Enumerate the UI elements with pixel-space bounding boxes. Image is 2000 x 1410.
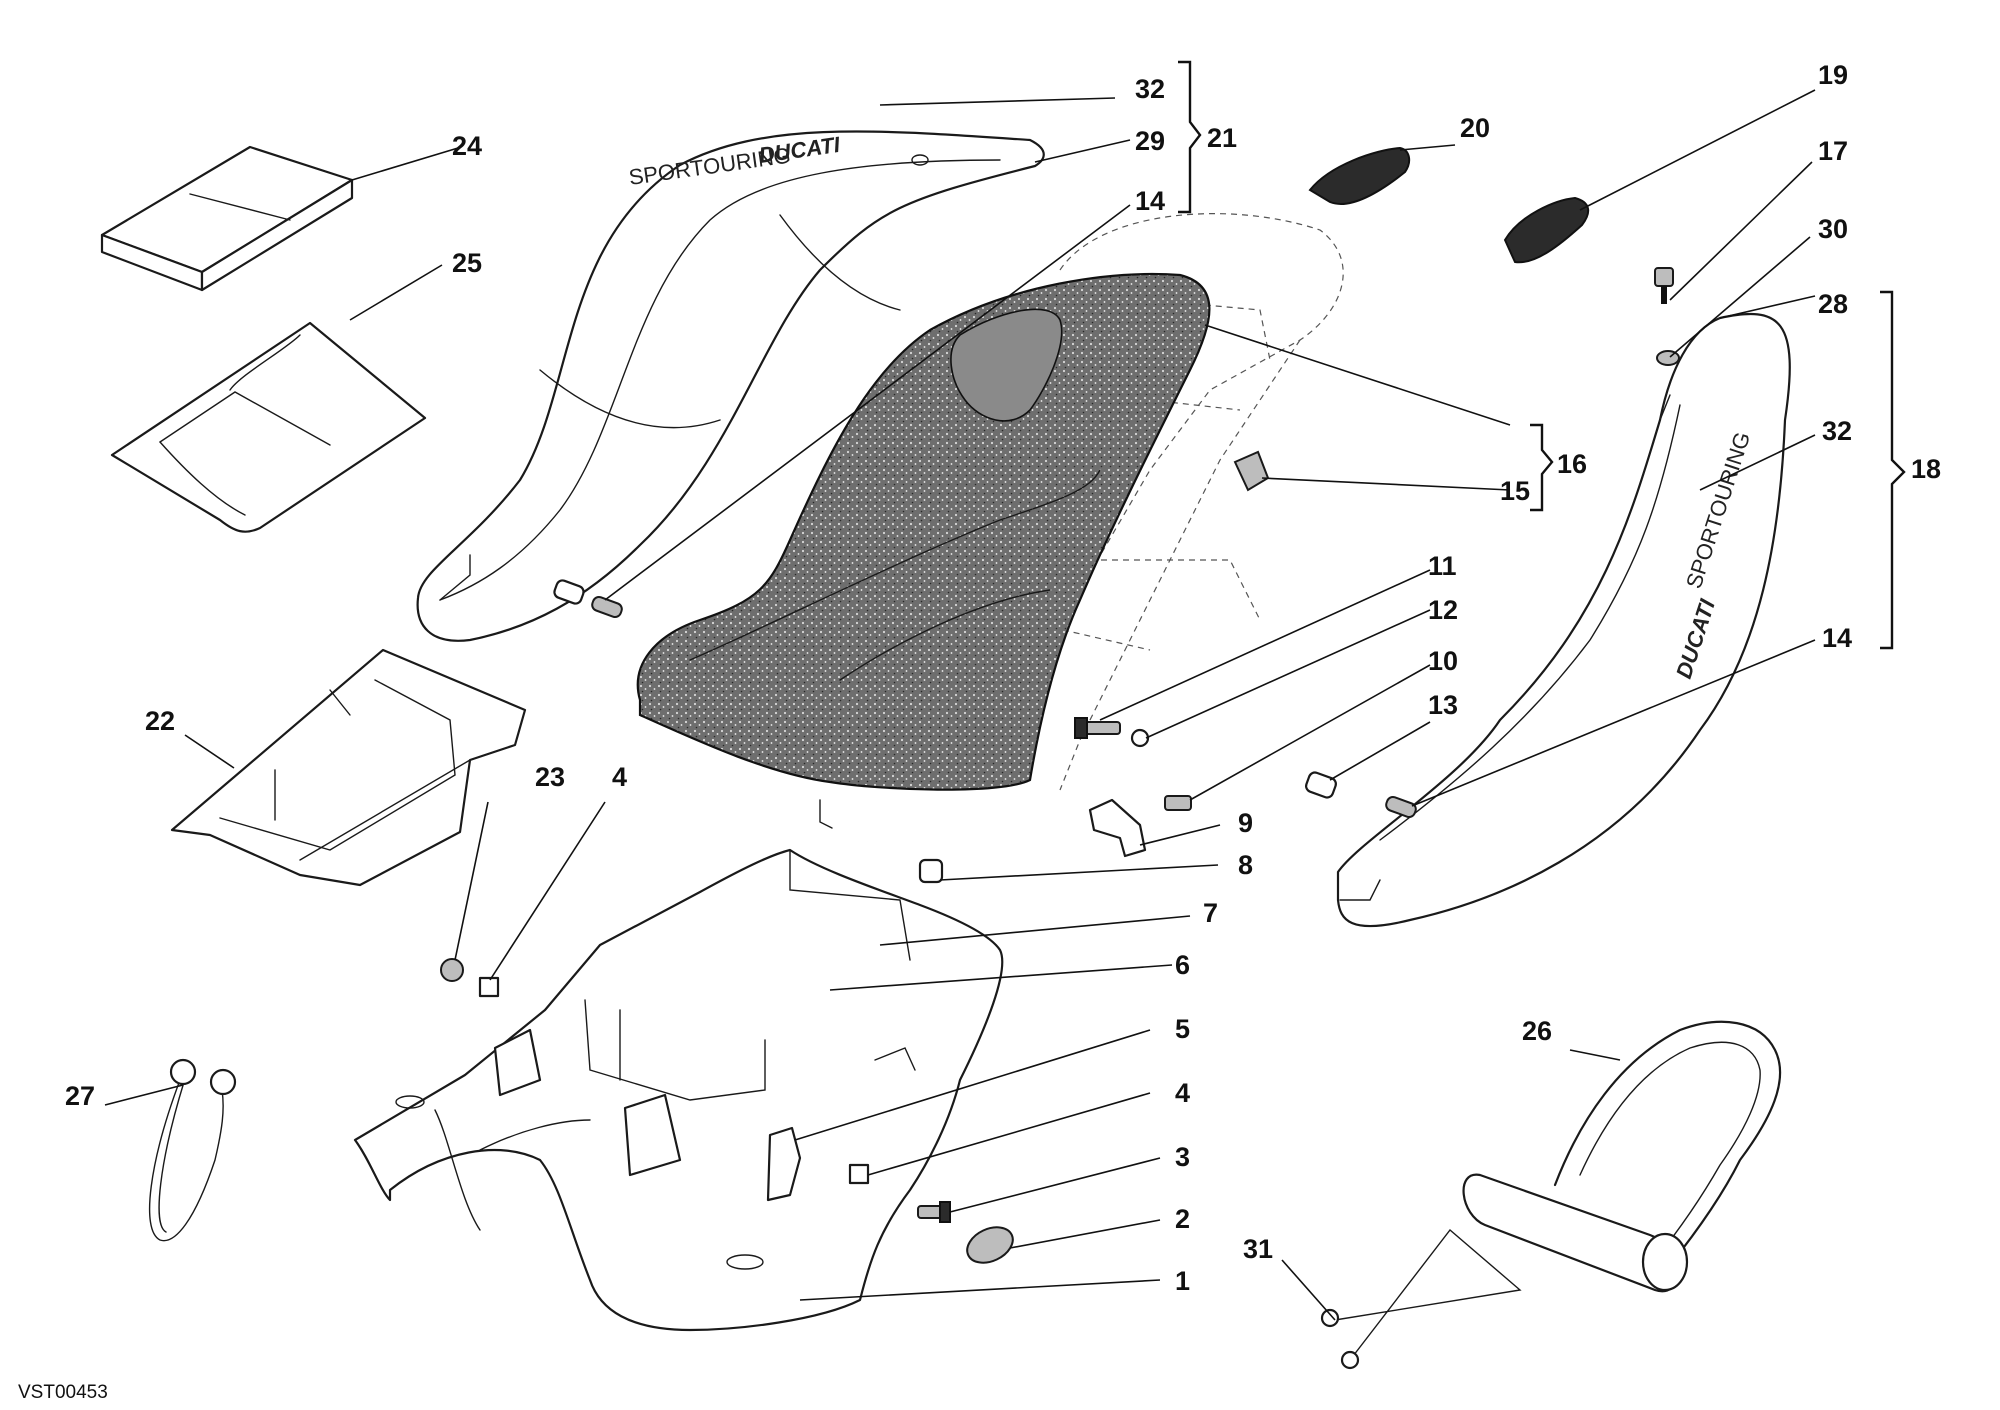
callout-4-right: 4 bbox=[1175, 1078, 1190, 1108]
side-panel-part-18 bbox=[1336, 312, 1791, 928]
clip-part-4-right bbox=[848, 1163, 870, 1185]
cap-part-8 bbox=[918, 858, 944, 884]
callout-18: 18 bbox=[1911, 454, 1941, 484]
mudguard-part-1 bbox=[353, 848, 1004, 1332]
callout-22: 22 bbox=[145, 706, 175, 736]
pad-part-20 bbox=[1308, 146, 1411, 205]
callout-23: 23 bbox=[535, 762, 565, 792]
owner-manual-part-24 bbox=[100, 145, 354, 292]
callout-6: 6 bbox=[1175, 950, 1190, 980]
grommet-part-14-left bbox=[553, 579, 623, 619]
pad-part-19 bbox=[1503, 196, 1590, 264]
brace-16 bbox=[1530, 423, 1554, 512]
callout-3: 3 bbox=[1175, 1142, 1190, 1172]
callout-31: 31 bbox=[1243, 1234, 1273, 1264]
screw-part-10 bbox=[1164, 795, 1192, 811]
callout-13: 13 bbox=[1428, 690, 1458, 720]
callout-20: 20 bbox=[1460, 113, 1490, 143]
bracket-part-5 bbox=[766, 1126, 802, 1202]
clip-part-15 bbox=[1233, 450, 1270, 492]
callout-25: 25 bbox=[452, 248, 482, 278]
callout-21: 21 bbox=[1207, 123, 1237, 153]
callout-16: 16 bbox=[1557, 449, 1587, 479]
seat-part-16 bbox=[636, 272, 1211, 829]
u-lock-part-26 bbox=[1462, 1020, 1782, 1293]
callout-14-left: 14 bbox=[1135, 186, 1165, 216]
callout-7: 7 bbox=[1203, 898, 1218, 928]
callout-8: 8 bbox=[1238, 850, 1253, 880]
callout-19: 19 bbox=[1818, 60, 1848, 90]
callout-10: 10 bbox=[1428, 646, 1458, 676]
callout-26: 26 bbox=[1522, 1016, 1552, 1046]
grommet-part-2 bbox=[966, 1226, 1014, 1264]
nut-part-23 bbox=[440, 958, 464, 982]
screw-part-3 bbox=[917, 1201, 951, 1223]
callout-32-top: 32 bbox=[1135, 74, 1165, 104]
bolt-part-11 bbox=[1074, 717, 1121, 739]
callout-32-right: 32 bbox=[1822, 416, 1852, 446]
callout-27: 27 bbox=[65, 1081, 95, 1111]
diagram-code: VST00453 bbox=[18, 1382, 108, 1403]
brace-18 bbox=[1880, 290, 1906, 650]
cable-part-27 bbox=[148, 1058, 237, 1242]
clip-part-4-left bbox=[478, 976, 500, 998]
callout-2: 2 bbox=[1175, 1204, 1190, 1234]
brace-21 bbox=[1178, 60, 1202, 214]
callout-labels: 1 2 3 4 5 6 7 8 9 10 11 12 13 14 14 15 1… bbox=[65, 60, 1941, 1296]
callout-4-left: 4 bbox=[612, 762, 627, 792]
callout-28: 28 bbox=[1818, 289, 1848, 319]
screw-part-17 bbox=[1654, 267, 1674, 304]
callout-17: 17 bbox=[1818, 136, 1848, 166]
bracket-part-9 bbox=[1088, 798, 1147, 858]
callout-14-right: 14 bbox=[1822, 623, 1852, 653]
spacer-part-13 bbox=[1305, 771, 1337, 799]
washer-part-12 bbox=[1130, 728, 1150, 748]
callout-30: 30 bbox=[1818, 214, 1848, 244]
callout-12: 12 bbox=[1428, 595, 1458, 625]
leader-lines bbox=[104, 89, 1816, 1321]
callout-5: 5 bbox=[1175, 1014, 1190, 1044]
callout-29: 29 bbox=[1135, 126, 1165, 156]
callout-11: 11 bbox=[1428, 551, 1457, 581]
grommet-part-14-right bbox=[1385, 795, 1417, 819]
cable-part-31 bbox=[1320, 1228, 1522, 1370]
storage-tray-part-22 bbox=[170, 648, 527, 887]
callout-24: 24 bbox=[452, 131, 482, 161]
callout-15: 15 bbox=[1500, 476, 1530, 506]
callout-9: 9 bbox=[1238, 808, 1253, 838]
tool-pouch-part-25 bbox=[110, 321, 427, 533]
callout-1: 1 bbox=[1175, 1266, 1190, 1296]
